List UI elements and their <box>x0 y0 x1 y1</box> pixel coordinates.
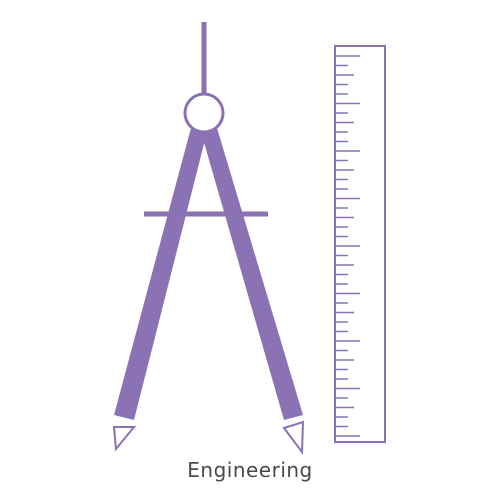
caption-label: Engineering <box>187 458 313 482</box>
ruler-ticks <box>336 55 360 437</box>
ruler-icon <box>334 45 386 443</box>
compass-icon <box>112 22 305 455</box>
